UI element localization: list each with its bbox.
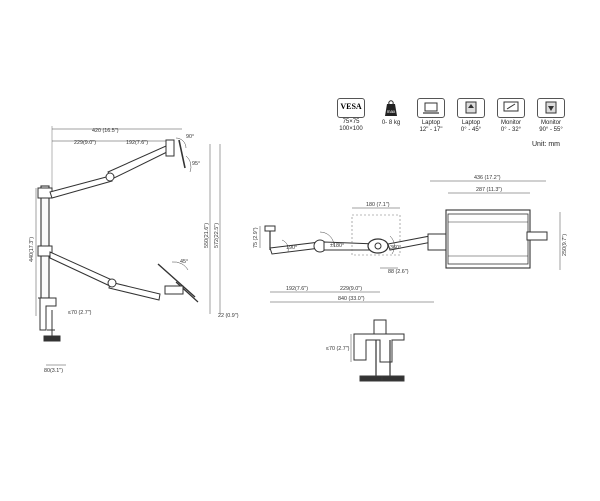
side-dim-clamp: ≤70 (2.7") [68, 310, 92, 316]
laptop-tilt-icon [457, 98, 485, 118]
side-dim-bottom: 22 (0.9") [218, 313, 239, 319]
top-dim-inner: 287 (11.3") [476, 187, 502, 193]
side-dim-total1: 550(21.6") [204, 223, 210, 248]
top-dim-offset: 88 (2.6") [388, 269, 409, 275]
side-angle-mid: 95° [192, 161, 200, 167]
top-dim-arm2: 229(9.0") [340, 286, 362, 292]
top-view [259, 180, 561, 303]
side-dim-arm2: 192(7.6") [126, 140, 148, 146]
side-dim-pole-height: 440(17.3") [29, 237, 35, 262]
weight-icon: max [377, 98, 405, 118]
side-dim-base: 80(3.1") [44, 368, 63, 374]
side-dim-arm1: 229(9.0") [74, 140, 96, 146]
vesa-text-icon: VESA [337, 98, 365, 118]
side-angle-top: 90° [186, 134, 194, 140]
side-view [35, 126, 221, 366]
top-dim-tray-depth: 180 (7.1") [366, 202, 390, 208]
side-dim-total2: 572(22.5") [214, 223, 220, 248]
top-dim-outer: 436 (17.2") [474, 175, 501, 181]
top-rot3: 360° [390, 245, 401, 251]
side-dim-top-width: 420 (16.5") [92, 128, 119, 134]
top-dim-total: 840 (33.0") [338, 296, 365, 302]
laptop-icon [417, 98, 445, 118]
top-dim-right-height: 250(9.7") [562, 234, 568, 256]
monitor-icon [497, 98, 525, 118]
top-dim-left-height: 75 (2.9") [253, 227, 259, 248]
side-angle-low: 45° [180, 259, 188, 265]
clamp-dim-range: ≤70 (2.7") [326, 346, 350, 352]
top-dim-arm1: 192(7.6") [286, 286, 308, 292]
clamp-view [350, 319, 405, 382]
unit-label: Unit: mm [532, 141, 560, 148]
weight-label: 0- 8 kg [381, 120, 401, 126]
top-rot1: 190° [286, 245, 297, 251]
svg-text:max: max [387, 109, 396, 114]
monitor-tilt-icon [537, 98, 565, 118]
top-rot2: ±180° [330, 243, 344, 249]
